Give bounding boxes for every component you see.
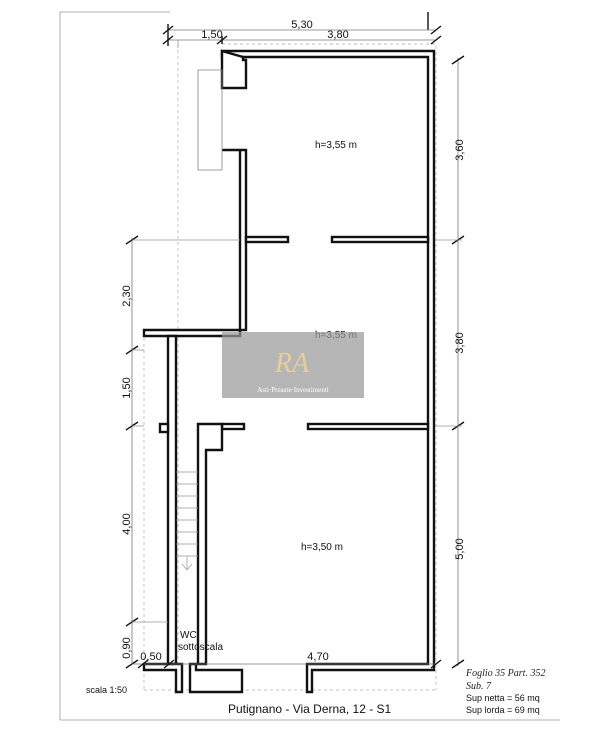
- dimension-right: [436, 55, 465, 669]
- dim-bottom-right: 4,70: [307, 651, 328, 663]
- address-title: Putignano - Via Derna, 12 - S1: [228, 702, 392, 716]
- wc-label: WC: [180, 630, 197, 641]
- dim-right-3: 5,00: [454, 538, 466, 559]
- scale-label: scala 1:50: [86, 685, 127, 695]
- room-1-height: h=3,55 m: [315, 140, 357, 151]
- watermark: RA Asti·Preaste·Investimenti: [222, 332, 364, 398]
- dim-left-3: 4,00: [121, 513, 133, 534]
- dim-bottom-left: 0,50: [140, 651, 161, 663]
- cadastral-sub: Sub. 7: [466, 681, 492, 692]
- staircase: [176, 471, 198, 571]
- dimension-left: [125, 235, 240, 669]
- cadastral-sup-lorda: Sup lorda = 69 mq: [466, 705, 540, 715]
- dim-left-1: 2,30: [121, 285, 133, 306]
- dim-left-2: 1,50: [121, 377, 133, 398]
- watermark-monogram: RA: [274, 348, 310, 379]
- page-frame: [59, 11, 560, 721]
- dimension-top: [162, 24, 442, 48]
- dim-right-2: 3,80: [454, 332, 466, 353]
- cadastral-foglio: Foglio 35 Part. 352: [465, 668, 545, 679]
- cadastral-sup-netta: Sup netta = 56 mq: [466, 693, 540, 703]
- dim-top-left: 1,50: [201, 29, 222, 41]
- dimension-bottom: [132, 659, 442, 669]
- dim-top-right: 3,80: [327, 29, 348, 41]
- dim-right-1: 3,60: [454, 139, 466, 160]
- watermark-text: Asti·Preaste·Investimenti: [257, 386, 329, 394]
- dim-left-4: 0,90: [121, 637, 133, 658]
- dim-top-total: 5,30: [291, 19, 312, 31]
- window-recess: [197, 69, 223, 171]
- wc-sottoscala-label: sottoscala: [178, 642, 223, 653]
- room-3-height: h=3,50 m: [301, 542, 343, 553]
